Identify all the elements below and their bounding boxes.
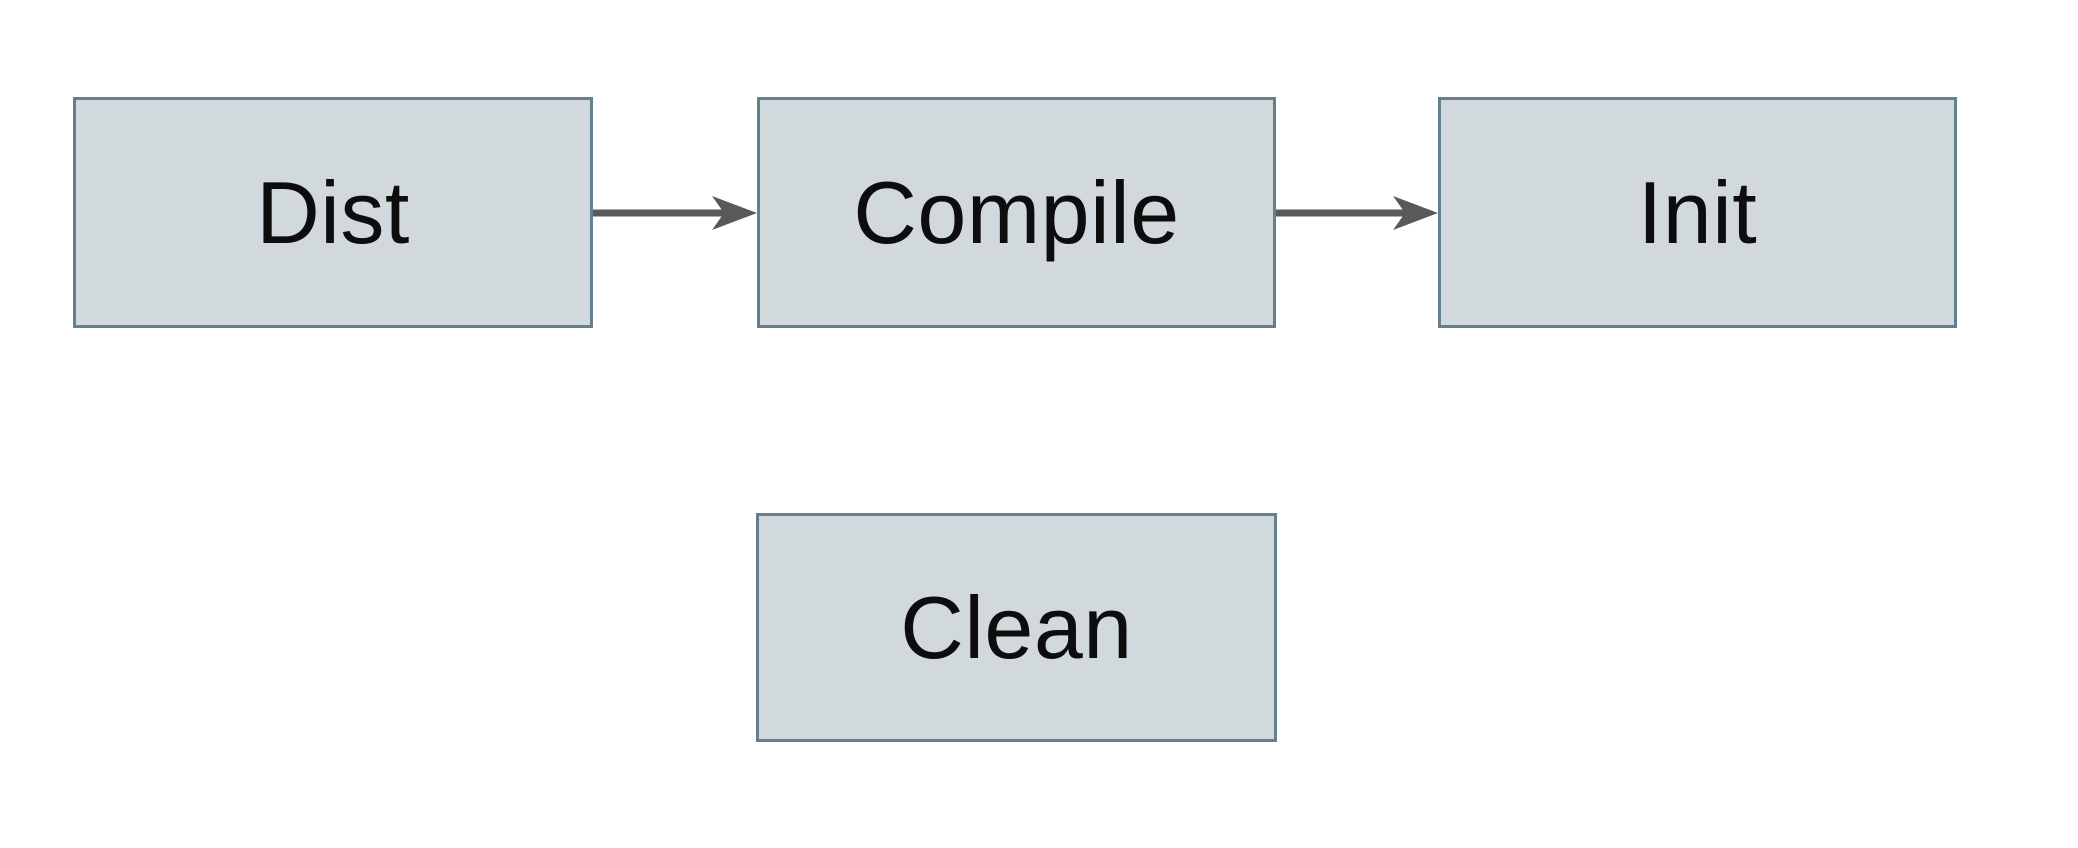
arrow-dist-to-compile-icon bbox=[593, 196, 757, 230]
arrow-compile-to-init-icon bbox=[1276, 196, 1438, 230]
node-compile-label: Compile bbox=[853, 162, 1180, 262]
node-dist-label: Dist bbox=[256, 162, 410, 262]
node-clean-label: Clean bbox=[900, 577, 1133, 677]
node-init[interactable]: Init bbox=[1438, 97, 1957, 328]
node-dist[interactable]: Dist bbox=[73, 97, 593, 328]
node-compile[interactable]: Compile bbox=[757, 97, 1276, 328]
node-clean[interactable]: Clean bbox=[756, 513, 1277, 742]
node-init-label: Init bbox=[1637, 162, 1758, 262]
